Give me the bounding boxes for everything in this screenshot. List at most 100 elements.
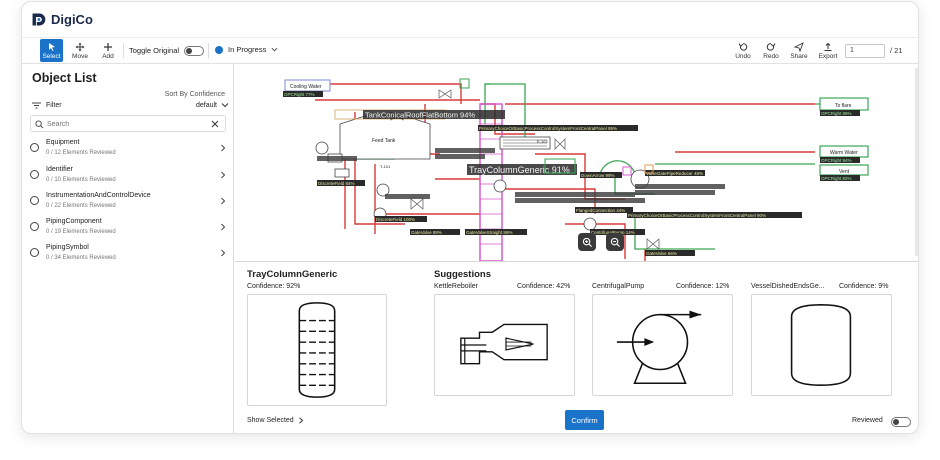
list-item-equipment[interactable]: Equipment 0 / 12 Elements Reviewed (22, 136, 234, 162)
clear-icon[interactable] (211, 120, 219, 128)
svg-text:TankConicalRoofFlatBottom 94%: TankConicalRoofFlatBottom 94% (365, 111, 475, 120)
undo-icon (738, 42, 748, 51)
chevron-right-icon (221, 171, 226, 179)
zoom-out-icon (610, 237, 620, 247)
svg-text:Vent: Vent (839, 169, 850, 175)
vessel-dished-ends-icon (790, 304, 852, 386)
radio-button[interactable] (30, 170, 39, 179)
svg-text:T-101: T-101 (380, 164, 391, 169)
svg-text:PrimaryChoiceOrBasicProcessCon: PrimaryChoiceOrBasicProcessControlSystem… (628, 213, 766, 218)
list-item-instrumentation[interactable]: InstrumentationAndControlDevice 0 / 22 E… (22, 189, 234, 215)
chevron-down-icon (221, 103, 229, 108)
svg-text:OPCRight 77%: OPCRight 77% (284, 92, 315, 97)
feed-tank-label: Feed Tank (372, 138, 396, 144)
add-tool-button[interactable]: Add (98, 39, 118, 62)
move-icon (75, 42, 85, 51)
suggestion-name: KettleReboiler (434, 283, 478, 290)
suggestions-title: Suggestions (434, 269, 492, 280)
chevron-right-icon (221, 249, 226, 257)
share-button[interactable]: Share (788, 39, 810, 62)
svg-text:OPCRight 89%: OPCRight 89% (821, 111, 852, 116)
svg-text:FlangedConnection 44%: FlangedConnection 44% (576, 208, 625, 213)
vertical-scrollbar[interactable] (915, 68, 918, 256)
toggle-original-label: Toggle Original (129, 46, 180, 55)
svg-text:TrayColumnGeneric 91%: TrayColumnGeneric 91% (469, 165, 570, 175)
toolbar-divider (208, 43, 209, 58)
toggle-original-switch[interactable] (184, 46, 204, 56)
redo-icon (766, 42, 776, 51)
move-tool-button[interactable]: Move (69, 39, 91, 62)
pid-drawing: Feed Tank T-101 E-102 (283, 78, 869, 261)
reviewed-toggle[interactable] (891, 417, 911, 427)
suggestion-name: CentrifugalPump (592, 283, 645, 290)
confirm-button[interactable]: Confirm (565, 410, 604, 430)
svg-text:To flare: To flare (835, 103, 852, 109)
select-tool-button[interactable]: Select (40, 39, 63, 62)
export-icon (824, 42, 832, 51)
radio-button[interactable] (30, 143, 39, 152)
svg-text:E-102: E-102 (537, 139, 548, 144)
redo-button[interactable]: Redo (760, 39, 782, 62)
svg-text:GateValve 66%: GateValve 66% (646, 251, 677, 256)
svg-text:DiscreteField 100%: DiscreteField 100% (376, 217, 415, 222)
send-icon (794, 41, 804, 52)
status-dropdown[interactable]: In Progress (215, 45, 278, 54)
list-item-piping-component[interactable]: PipingComponent 0 / 19 Elements Reviewed (22, 215, 234, 241)
radio-button[interactable] (30, 196, 39, 205)
radio-button[interactable] (30, 222, 39, 231)
object-list-panel: Object List Sort By Confidence default F… (22, 64, 234, 433)
toolbar-divider (123, 43, 124, 58)
tray-column-icon (298, 302, 336, 398)
sort-label: Sort By Confidence (164, 91, 225, 98)
svg-text:OPCRight 94%: OPCRight 94% (821, 158, 852, 163)
plus-icon (104, 42, 112, 51)
suggestion-card-vessel-dished-ends[interactable] (751, 294, 892, 396)
cursor-icon (48, 42, 55, 51)
selected-symbol-title: TrayColumnGeneric (247, 269, 338, 280)
digico-logo-icon (32, 13, 46, 26)
undo-button[interactable]: Undo (732, 39, 754, 62)
svg-text:PrimaryChoiceOrBasicProcessCon: PrimaryChoiceOrBasicProcessControlSystem… (479, 126, 617, 131)
list-item-identifier[interactable]: Identifier 0 / 10 Elements Reviewed (22, 163, 234, 189)
svg-text:Warm Water: Warm Water (830, 150, 858, 156)
toolbar: Select Move Add Toggle Original In Progr… (22, 38, 918, 64)
object-list-title: Object List (32, 71, 97, 85)
search-input[interactable] (47, 118, 197, 130)
chevron-right-icon (221, 197, 226, 205)
show-selected-link[interactable]: Show Selected (247, 417, 304, 424)
zoom-in-button[interactable] (578, 233, 596, 251)
svg-text:ValveGatePipeReducer 48%: ValveGatePipeReducer 48% (646, 171, 703, 176)
filter-button[interactable]: Filter (32, 102, 62, 109)
filter-icon (32, 102, 41, 109)
status-dot-icon (215, 45, 223, 54)
suggestion-confidence: Confidence: 9% (839, 283, 889, 290)
kettle-reboiler-icon (460, 323, 548, 365)
zoom-out-button[interactable] (606, 233, 624, 251)
toggle-knob (186, 48, 192, 54)
suggestion-card-centrifugal-pump[interactable] (592, 294, 733, 396)
centrifugal-pump-icon (616, 310, 702, 385)
list-item-piping-symbol[interactable]: PipingSymbol 0 / 34 Elements Reviewed (22, 241, 234, 267)
chevron-right-icon (221, 144, 226, 152)
radio-button[interactable] (30, 248, 39, 257)
search-box (30, 115, 226, 132)
svg-text:GateValve 88%: GateValve 88% (411, 230, 442, 235)
chevron-down-icon (271, 47, 278, 52)
suggestion-card-kettle-reboiler[interactable] (434, 294, 575, 396)
search-icon (35, 120, 44, 129)
page-total: / 21 (890, 46, 903, 55)
zoom-in-icon (582, 237, 592, 247)
svg-text:DownArrow 99%: DownArrow 99% (581, 173, 615, 178)
header: DigiCo (22, 2, 918, 38)
sort-dropdown[interactable]: default (196, 101, 229, 109)
chevron-right-icon (221, 223, 226, 231)
suggestion-confidence: Confidence: 42% (517, 283, 571, 290)
reviewed-label: Reviewed (852, 417, 883, 424)
classification-panel: TrayColumnGeneric Confidence: 92% Sugges… (235, 261, 918, 433)
export-button[interactable]: Export (816, 39, 840, 62)
svg-text:Cooling Water: Cooling Water (290, 84, 322, 90)
page-number-input[interactable]: 1 (845, 44, 885, 58)
selected-symbol-preview (247, 294, 387, 406)
suggestion-confidence: Confidence: 12% (676, 283, 730, 290)
pid-diagram-canvas[interactable]: Feed Tank T-101 E-102 (235, 64, 918, 261)
